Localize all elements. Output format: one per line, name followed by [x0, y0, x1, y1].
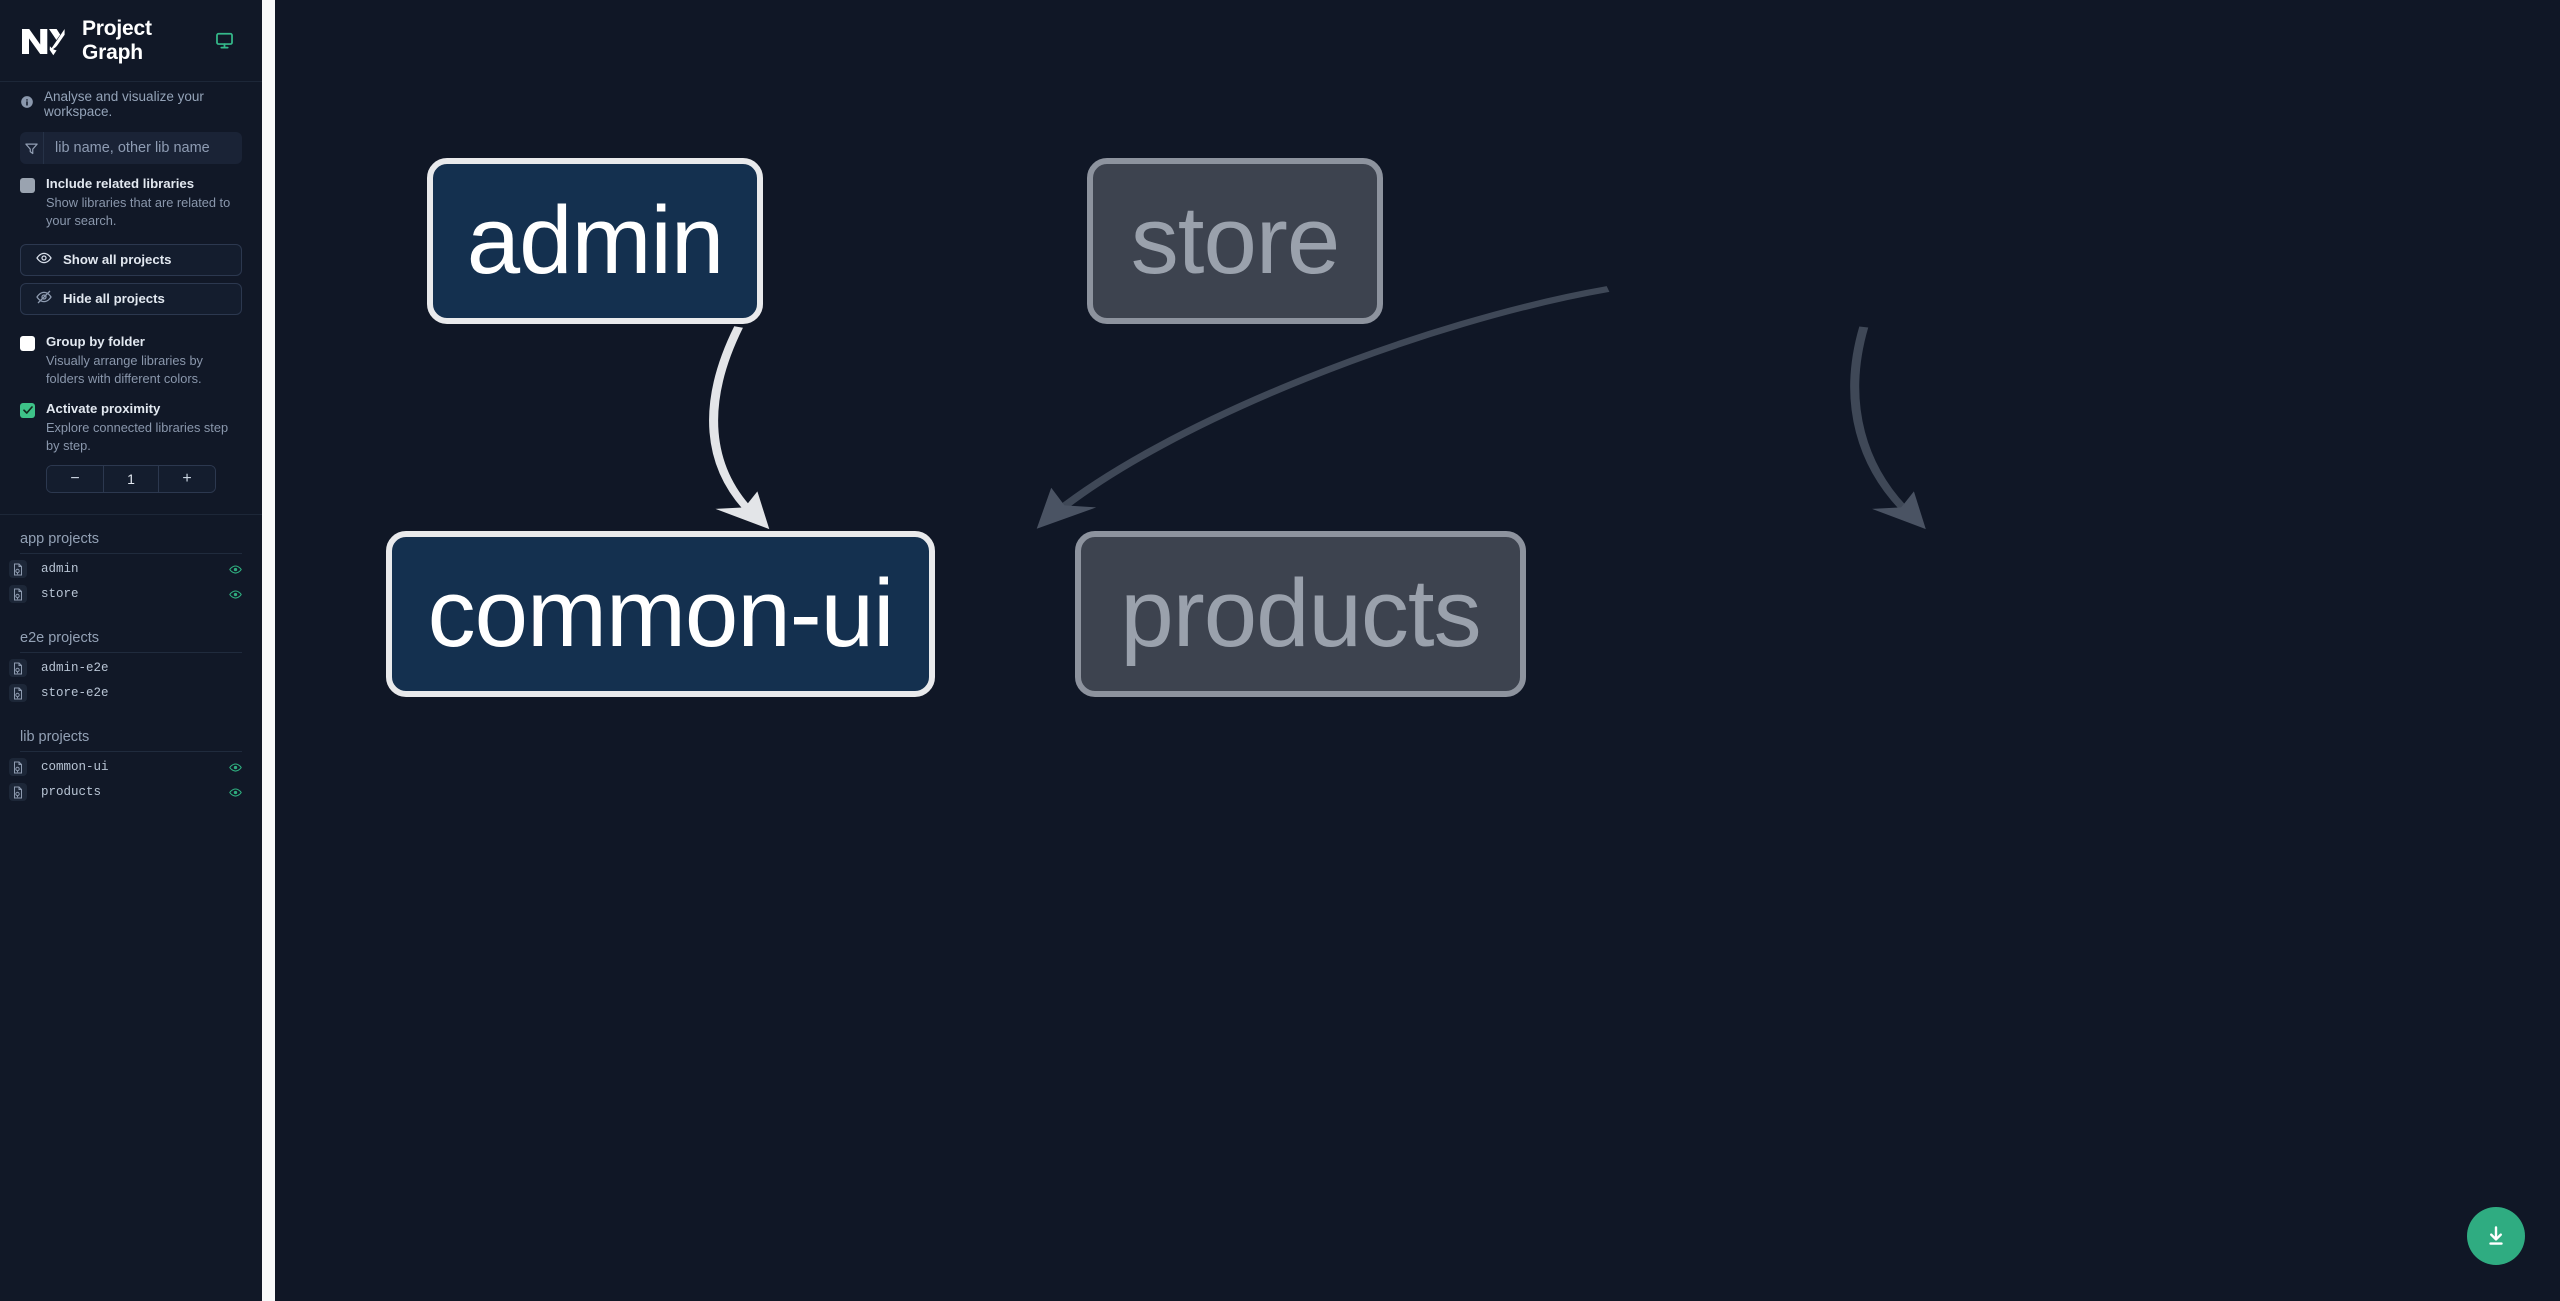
- project-list-item-label: common-ui: [41, 760, 109, 775]
- project-list-item-admin-e2e[interactable]: admin-e2e: [0, 656, 262, 681]
- proximity-stepper: − 1 +: [0, 456, 262, 493]
- graph-canvas[interactable]: admin store common-ui products: [275, 0, 2560, 1301]
- project-list-item-label: products: [41, 785, 102, 800]
- project-list-item-label: store-e2e: [41, 686, 109, 701]
- project-list-item-products[interactable]: products: [0, 780, 262, 805]
- info-icon: [20, 95, 34, 114]
- project-file-icon: [9, 560, 27, 579]
- search-input[interactable]: [44, 132, 242, 164]
- edge-store-to-products: [1850, 326, 1926, 530]
- sidebar-header: Project Graph: [0, 0, 262, 82]
- project-list-item-admin[interactable]: admin: [0, 557, 262, 582]
- sidebar-divider: [0, 513, 262, 515]
- project-list-item-store-e2e[interactable]: store-e2e: [0, 681, 262, 706]
- sidebar-scrollbar[interactable]: [262, 0, 275, 1301]
- project-group-rule: [20, 651, 242, 653]
- search-row: [0, 126, 262, 164]
- project-group-heading-lib-projects: lib projects: [20, 728, 90, 745]
- graph-node-label: store: [1130, 187, 1340, 294]
- project-file-icon: [9, 684, 27, 703]
- option-include-related-libraries[interactable]: Include related libraries Show libraries…: [0, 164, 262, 231]
- option-title: Activate proximity: [46, 400, 161, 416]
- graph-edges: [709, 286, 1926, 530]
- option-description: Show libraries that are related to your …: [46, 194, 231, 229]
- sidebar: Project Graph Analyse and visualize yo: [0, 0, 275, 1301]
- project-list: app projects admin store e2e projects admin-…: [0, 515, 262, 1301]
- proximity-value: 1: [103, 465, 159, 492]
- show-all-projects-label: Show all projects: [63, 252, 172, 268]
- visibility-buttons: Show all projects Hide all projects: [0, 231, 262, 315]
- project-file-icon: [9, 783, 27, 802]
- project-visibility-eye-icon[interactable]: [229, 588, 242, 601]
- download-graph-button[interactable]: [2467, 1207, 2525, 1265]
- project-file-icon: [9, 659, 27, 678]
- page-title: Project Graph: [82, 16, 152, 64]
- option-title: Group by folder: [46, 333, 145, 349]
- graph-node-label: products: [1120, 560, 1481, 667]
- project-group-heading-app-projects: app projects: [20, 530, 99, 547]
- option-activate-proximity[interactable]: Activate proximity Explore connected lib…: [0, 389, 262, 456]
- project-group-rule: [20, 552, 242, 554]
- graph-node-store[interactable]: store: [1087, 158, 1383, 324]
- project-list-item-label: admin: [41, 562, 79, 577]
- graph-node-label: admin: [466, 187, 724, 294]
- activate-proximity-checkbox[interactable]: [20, 402, 35, 418]
- eye-icon: [36, 250, 52, 269]
- proximity-decrement-button[interactable]: −: [47, 465, 103, 492]
- graph-node-label: common-ui: [427, 560, 895, 667]
- hide-all-projects-button[interactable]: Hide all projects: [20, 282, 242, 315]
- nx-logo: [20, 23, 66, 59]
- download-icon: [2489, 1226, 2503, 1245]
- project-file-icon: [9, 585, 27, 604]
- project-group-rule: [20, 750, 242, 752]
- search-box[interactable]: [20, 132, 242, 164]
- group-by-folder-checkbox[interactable]: [20, 335, 35, 351]
- option-description: Visually arrange libraries by folders wi…: [46, 352, 203, 387]
- show-all-projects-button[interactable]: Show all projects: [20, 243, 242, 276]
- proximity-increment-button[interactable]: +: [159, 465, 215, 492]
- project-group-spacer: [0, 706, 262, 729]
- workspace-info: Analyse and visualize your workspace.: [0, 82, 262, 126]
- project-list-item-common-ui[interactable]: common-ui: [0, 755, 262, 780]
- workspace-info-text: Analyse and visualize your workspace.: [44, 89, 204, 119]
- graph-node-admin[interactable]: admin: [427, 158, 763, 324]
- monitor-icon[interactable]: [215, 31, 234, 50]
- project-list-item-label: store: [41, 587, 79, 602]
- project-file-icon: [9, 758, 27, 777]
- graph-node-products[interactable]: products: [1075, 531, 1526, 697]
- edge-admin-to-common-ui: [709, 326, 770, 530]
- project-visibility-eye-icon[interactable]: [229, 786, 242, 799]
- project-visibility-eye-icon[interactable]: [229, 761, 242, 774]
- project-group-heading-e2e-projects: e2e projects: [20, 629, 99, 646]
- project-group-spacer: [0, 607, 262, 630]
- option-group-by-folder[interactable]: Group by folder Visually arrange librari…: [0, 315, 262, 389]
- option-title: Include related libraries: [46, 176, 195, 191]
- project-list-item-store[interactable]: store: [0, 582, 262, 607]
- graph-node-common-ui[interactable]: common-ui: [386, 531, 935, 697]
- edge-store-to-common-ui: [1036, 286, 1610, 529]
- filter-icon: [20, 132, 44, 164]
- project-visibility-eye-icon[interactable]: [229, 563, 242, 576]
- eye-off-icon: [36, 289, 52, 308]
- include-related-libraries-checkbox[interactable]: [20, 178, 35, 193]
- project-list-item-label: admin-e2e: [41, 661, 109, 676]
- option-description: Explore connected libraries step by step…: [46, 419, 229, 454]
- hide-all-projects-label: Hide all projects: [63, 291, 165, 307]
